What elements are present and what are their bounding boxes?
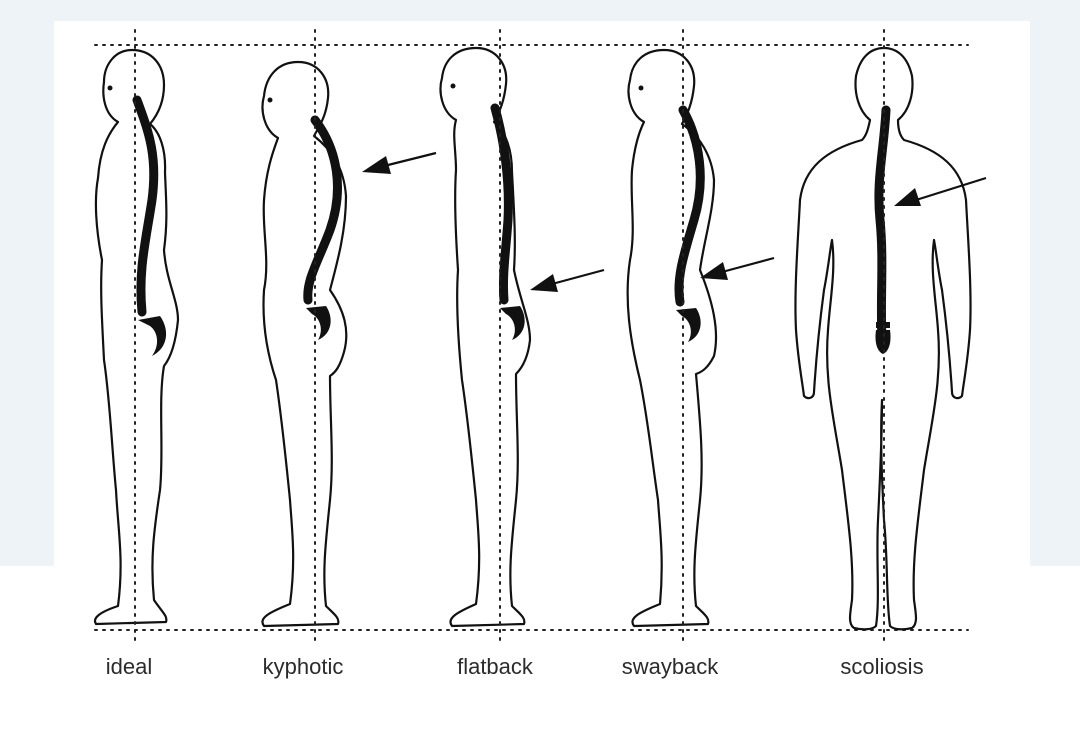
eye-swayback bbox=[638, 85, 644, 91]
arrow-kyphotic-shaft bbox=[383, 151, 437, 168]
pelvis-swayback bbox=[676, 308, 701, 342]
spine-flatback bbox=[490, 103, 513, 305]
figure-ideal bbox=[93, 29, 180, 641]
figure-kyphotic bbox=[261, 29, 437, 641]
eye-ideal bbox=[107, 85, 113, 91]
body-outline-swayback bbox=[626, 48, 718, 628]
arrow-swayback-head bbox=[700, 262, 728, 280]
spine-ideal bbox=[132, 95, 159, 317]
body-outline-kyphotic bbox=[261, 60, 348, 628]
pelvis-kyphotic bbox=[306, 306, 331, 340]
eye-flatback bbox=[450, 83, 456, 89]
arrow-swayback-shaft bbox=[721, 256, 775, 274]
label-flatback: flatback bbox=[457, 654, 533, 679]
pelvis-ideal bbox=[138, 316, 167, 356]
arrow-scoliosis-shaft bbox=[915, 176, 987, 202]
spine-scoliosis bbox=[874, 105, 891, 345]
arrow-flatback-shaft bbox=[551, 268, 605, 286]
pelvis-flatback bbox=[500, 306, 525, 340]
spine-gap-scoliosis bbox=[876, 322, 890, 328]
arrow-flatback-head bbox=[530, 274, 558, 292]
spine-kyphotic bbox=[303, 115, 342, 305]
label-swayback: swayback bbox=[621, 654, 719, 679]
arrow-scoliosis-head bbox=[894, 188, 921, 206]
figure-flatback bbox=[439, 29, 605, 641]
figure-swayback bbox=[626, 29, 775, 641]
eye-kyphotic bbox=[267, 97, 273, 103]
arrow-kyphotic-head bbox=[362, 156, 391, 174]
spine-swayback bbox=[674, 105, 705, 307]
label-kyphotic: kyphotic bbox=[262, 654, 344, 679]
label-scoliosis: scoliosis bbox=[840, 654, 924, 679]
figure-scoliosis bbox=[794, 29, 987, 641]
label-ideal: ideal bbox=[105, 654, 153, 679]
